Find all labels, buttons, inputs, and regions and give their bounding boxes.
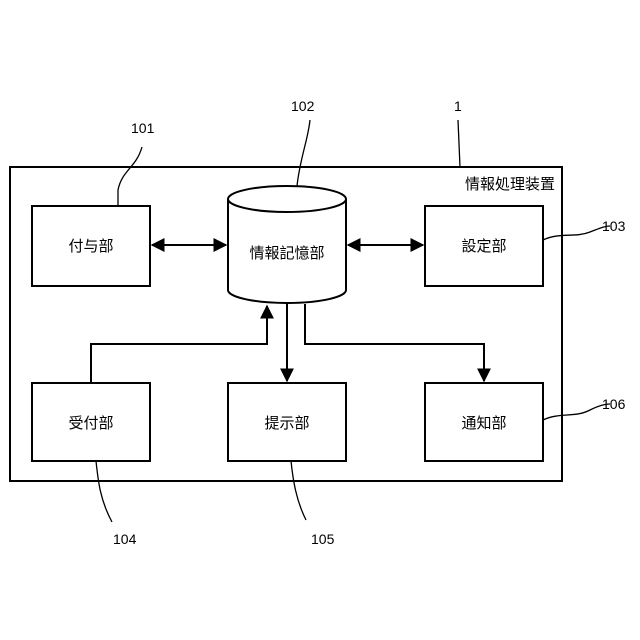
setting-unit-label: 設定部	[461, 237, 506, 255]
present-unit-label: 提示部	[264, 414, 309, 432]
notify-unit-label: 通知部	[461, 414, 506, 432]
leader-1	[458, 120, 460, 167]
ref-104: 104	[113, 531, 137, 547]
ref-103: 103	[602, 218, 626, 234]
ref-101: 101	[131, 120, 155, 136]
ref-106: 106	[602, 396, 626, 412]
ref-1: 1	[454, 98, 462, 114]
receive-unit-label: 受付部	[68, 414, 113, 432]
grant-unit-label: 付与部	[68, 237, 113, 255]
ref-102: 102	[291, 98, 315, 114]
storage-unit-label: 情報記憶部	[249, 244, 324, 262]
ref-105: 105	[311, 531, 335, 547]
device-label: 情報処理装置	[465, 175, 555, 193]
